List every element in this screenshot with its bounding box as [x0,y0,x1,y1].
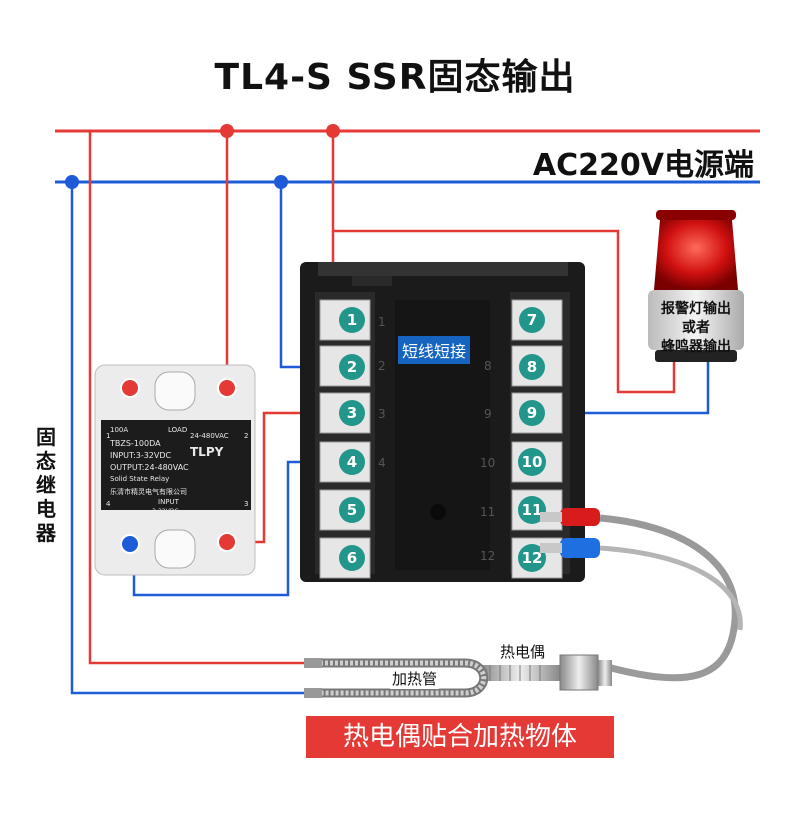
alarm-output-label: 报警灯输出 或者 蜂鸣器输出 [640,300,752,357]
svg-text:8: 8 [484,359,492,373]
svg-text:1: 1 [347,311,357,329]
svg-text:OUTPUT:24-480VAC: OUTPUT:24-480VAC [110,463,189,472]
jumper-label: 短线短接 [398,336,471,364]
terminal-11[interactable]: 11 [518,496,546,524]
wire-live-alarm [331,131,676,394]
svg-text:2: 2 [347,358,357,376]
terminal-9[interactable]: 9 [519,400,545,426]
svg-text:9: 9 [484,407,492,421]
alarm-label-line: 报警灯输出 [661,301,731,317]
svg-text:5: 5 [347,501,357,519]
junction-dot [220,124,234,138]
svg-text:7: 7 [527,311,537,329]
svg-text:LOAD: LOAD [168,426,187,434]
terminal-block-right [511,299,563,579]
thermocouple-label: 热电偶 [500,643,546,661]
solid-state-relay: 100A LOAD 24-480VAC TBZS-100DA INPUT:3-3… [94,364,256,576]
wire-terminal9-alarm [532,360,710,415]
svg-text:TBZS-100DA: TBZS-100DA [109,439,161,448]
terminal-2[interactable]: 2 [339,354,365,380]
junction-dot [274,175,288,189]
svg-text:6: 6 [347,549,357,567]
svg-text:2: 2 [244,432,248,440]
terminal-3[interactable]: 3 [339,400,365,426]
alarm-lamp [648,210,744,362]
svg-text:3: 3 [347,404,357,422]
terminal-7[interactable]: 7 [519,307,545,333]
ssr-terminal-4[interactable] [120,534,140,554]
alarm-label-line: 蜂鸣器输出 [661,339,731,355]
blue-lug-terminal [540,538,600,558]
svg-text:12: 12 [480,549,495,563]
thermocouple-cable [599,545,743,631]
terminal-6[interactable]: 6 [339,545,365,571]
svg-text:24-480VAC: 24-480VAC [190,432,229,440]
svg-text:乐清市精灵电气有限公司: 乐清市精灵电气有限公司 [110,487,187,496]
page-title: TL4-S SSR固态输出 [214,57,576,98]
terminal-12[interactable]: 12 [518,544,546,572]
svg-text:10: 10 [522,453,543,471]
svg-text:4: 4 [106,500,111,508]
svg-text:11: 11 [480,505,495,519]
ssr-terminal-3[interactable] [217,532,237,552]
red-lug-terminal [540,508,600,526]
thermocouple-probe [480,654,612,691]
ssr-terminal-2[interactable] [217,378,237,398]
alarm-label-line: 或者 [682,320,710,336]
ssr-label: 固态继电器 [36,425,56,545]
terminal-4[interactable]: 4 [339,449,365,475]
wire-live-heater [88,131,320,665]
power-terminal-label: AC220V电源端 [532,148,754,183]
svg-text:3-32VDC: 3-32VDC [152,508,179,515]
terminal-1[interactable]: 1 [339,307,365,333]
svg-text:Solid State Relay: Solid State Relay [110,475,169,483]
svg-text:10: 10 [480,456,495,470]
svg-text:3: 3 [378,407,386,421]
svg-text:100A: 100A [110,426,128,434]
svg-text:4: 4 [347,453,357,471]
svg-text:INPUT:3-32VDC: INPUT:3-32VDC [110,451,172,460]
heater-tube [304,658,489,698]
heater-label: 加热管 [390,668,440,689]
svg-text:1: 1 [378,315,386,329]
terminal-5[interactable]: 5 [339,497,365,523]
svg-text:12: 12 [522,549,543,567]
svg-text:TLPY: TLPY [190,445,224,459]
bottom-banner: 热电偶贴合加热物体 [306,716,614,758]
svg-text:INPUT: INPUT [158,498,180,506]
terminal-10[interactable]: 10 [518,448,546,476]
svg-text:2: 2 [378,359,386,373]
junction-dot [65,175,79,189]
junction-dot [326,124,340,138]
svg-text:11: 11 [522,501,543,519]
svg-text:1: 1 [106,432,110,440]
svg-text:8: 8 [527,358,537,376]
svg-text:3: 3 [244,500,248,508]
terminal-8[interactable]: 8 [519,354,545,380]
ssr-terminal-1[interactable] [120,378,140,398]
svg-text:9: 9 [527,404,537,422]
svg-text:4: 4 [378,456,386,470]
thermocouple-cable [599,514,739,682]
wire-neutral-heater [70,182,320,695]
